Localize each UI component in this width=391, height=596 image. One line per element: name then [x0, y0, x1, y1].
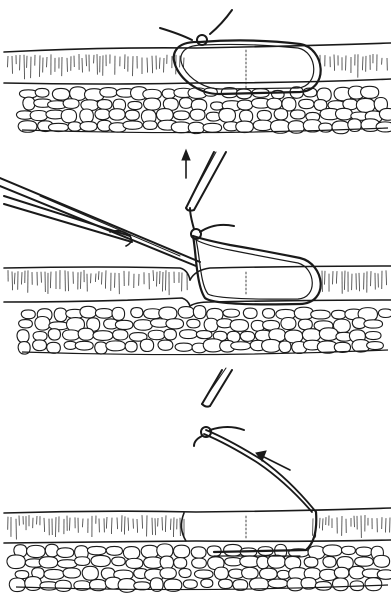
skin-hatching	[8, 515, 390, 539]
panel-3	[4, 368, 391, 592]
panel-1	[4, 10, 391, 134]
skin-layer	[4, 508, 391, 543]
skin-layer	[4, 43, 391, 84]
arrow-icon	[182, 150, 190, 178]
skin-hatching	[8, 54, 388, 79]
fat-tissue	[16, 86, 391, 134]
scissors-icon	[0, 178, 200, 266]
fat-tissue	[17, 306, 391, 355]
suture-loop	[193, 236, 321, 304]
arrow-icon	[256, 451, 290, 470]
forceps-icon	[186, 152, 226, 211]
forceps-icon	[202, 368, 232, 407]
fat-tissue	[7, 544, 391, 592]
panel-2	[0, 150, 391, 355]
suture-thread	[204, 430, 316, 512]
suture-knot-icon	[190, 208, 234, 239]
